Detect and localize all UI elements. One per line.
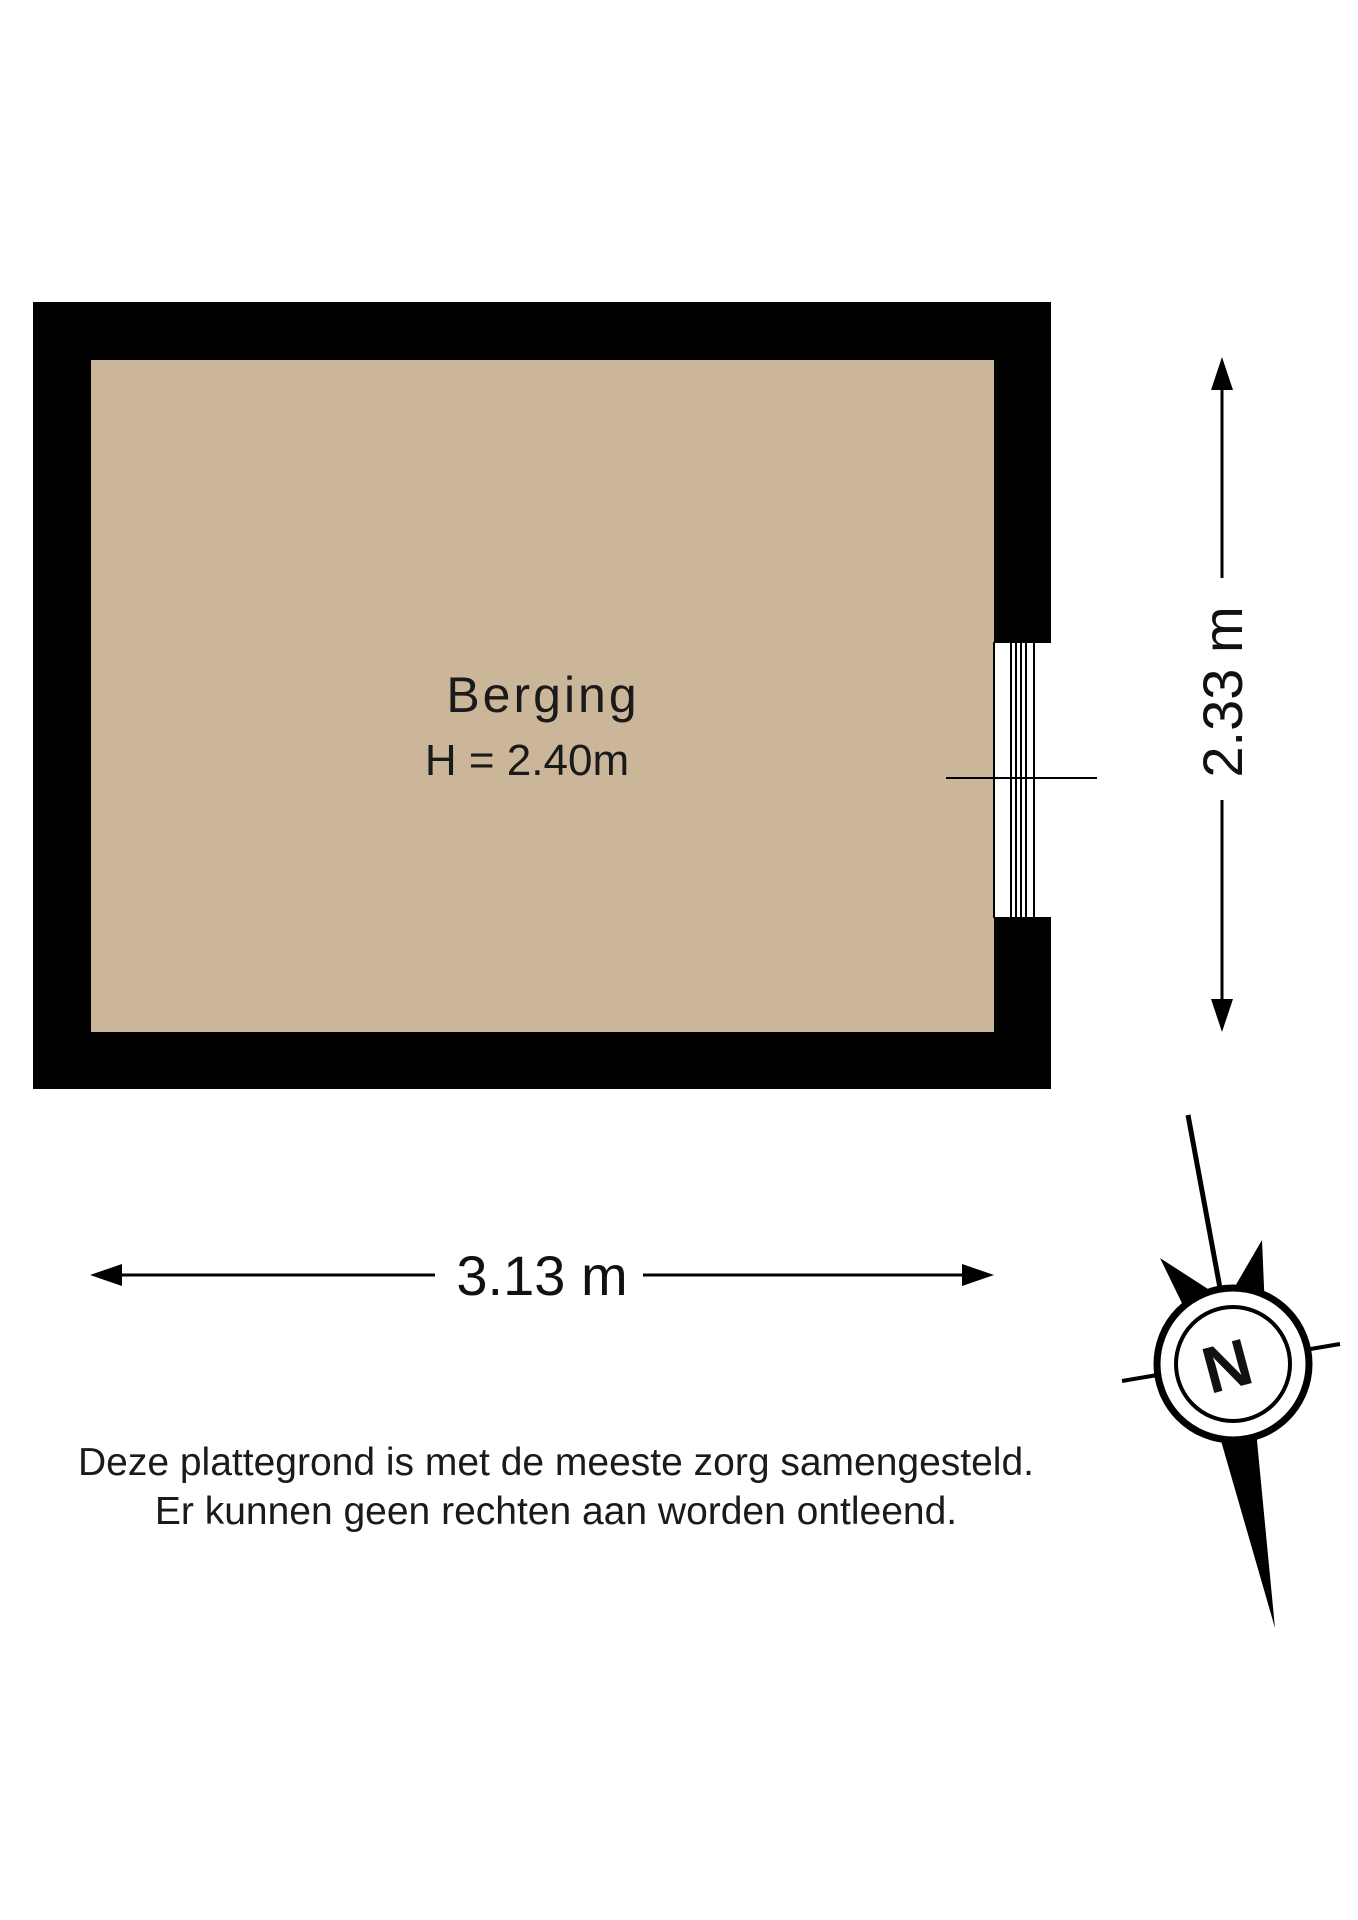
arrow-right-icon — [962, 1264, 994, 1286]
depth-dimension: 2.33 m — [1191, 357, 1254, 1032]
room-name: Berging — [446, 667, 639, 723]
arrow-left-icon — [90, 1264, 122, 1286]
width-label: 3.13 m — [456, 1244, 627, 1307]
arrow-up-icon — [1211, 357, 1233, 390]
disclaimer-line-1: Deze plattegrond is met de meeste zorg s… — [78, 1441, 1034, 1484]
depth-label: 2.33 m — [1191, 606, 1254, 777]
window — [993, 641, 1051, 919]
disclaimer-line-2: Er kunnen geen rechten aan worden ontlee… — [155, 1490, 957, 1533]
arrow-down-icon — [1211, 999, 1233, 1032]
north-arrow-icon: N — [1121, 1114, 1341, 1628]
width-dimension: 3.13 m — [90, 1244, 994, 1307]
room-height: H = 2.40m — [425, 736, 629, 785]
room-floor-berging — [91, 360, 994, 1032]
